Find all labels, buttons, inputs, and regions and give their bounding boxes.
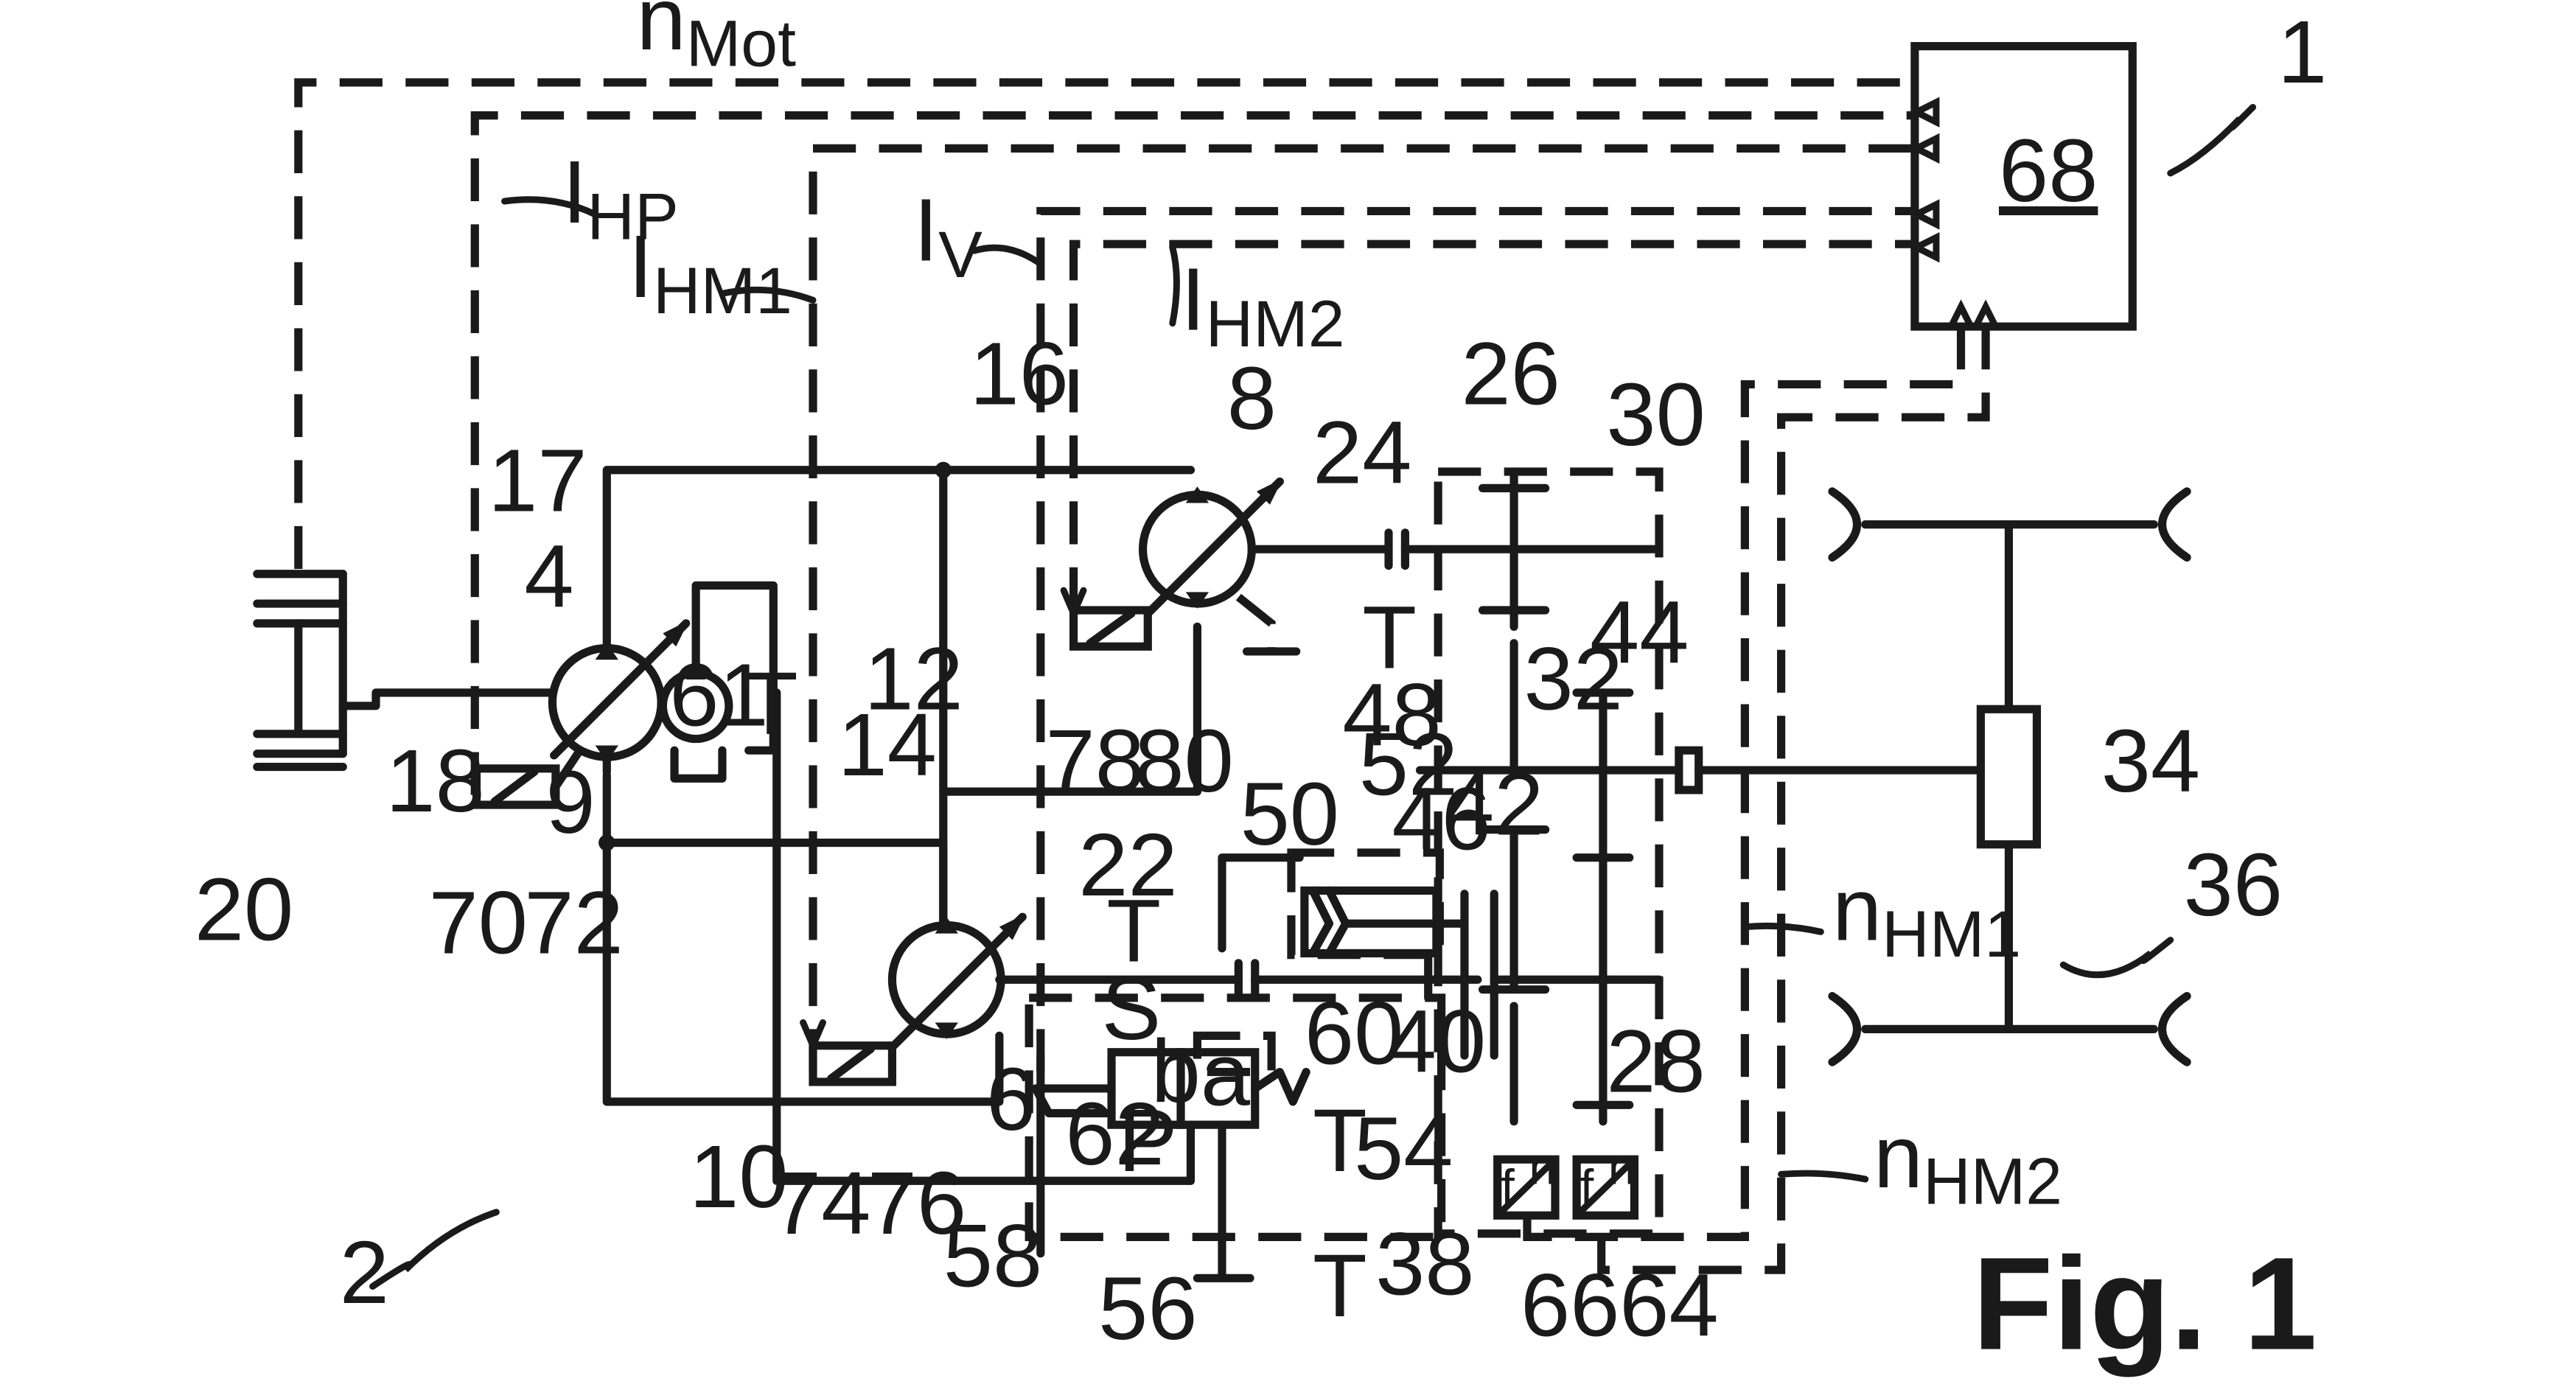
ref-74: 74 xyxy=(772,1153,870,1253)
ref-54: 54 xyxy=(1354,1099,1453,1198)
ref-40: 40 xyxy=(1387,992,1486,1091)
ref-48: 48 xyxy=(1342,665,1441,764)
ref-6: 6 xyxy=(986,1049,1036,1149)
motor-8 xyxy=(1060,477,1664,656)
port-labels: T T T S P T T xyxy=(744,587,1417,1335)
port-s: S xyxy=(1102,959,1162,1058)
ref-52: 52 xyxy=(1359,715,1458,814)
sensor-n-66: n xyxy=(1529,1140,1556,1195)
ref-80: 80 xyxy=(1134,711,1233,811)
signal-i-v: IV xyxy=(914,181,983,291)
ref-72: 72 xyxy=(524,873,623,972)
signal-lines xyxy=(294,78,1990,1274)
ref-4: 4 xyxy=(524,527,573,626)
tank-t-56: T xyxy=(1313,1236,1367,1335)
tank-t-8: T xyxy=(1362,587,1417,687)
ref-20: 20 xyxy=(195,860,293,960)
pump-4 xyxy=(472,581,778,809)
tank-t-61: T xyxy=(744,654,798,753)
ref-24: 24 xyxy=(1313,403,1411,503)
ref-76: 76 xyxy=(868,1153,966,1253)
ref-42: 42 xyxy=(1445,754,1543,853)
ref-58: 58 xyxy=(943,1206,1042,1305)
ref-60: 60 xyxy=(1305,983,1403,1083)
ref-32: 32 xyxy=(1524,629,1623,728)
signal-i-hp: IHP xyxy=(562,142,679,253)
ref-66: 66 xyxy=(1521,1256,1619,1355)
ref-22: 22 xyxy=(1078,815,1177,915)
ref-2: 2 xyxy=(340,1223,389,1322)
ref-44: 44 xyxy=(1590,583,1689,682)
ref-9: 9 xyxy=(545,752,595,852)
engine-20 xyxy=(253,570,559,772)
ref-36: 36 xyxy=(2184,835,2283,934)
clutch-cylinder xyxy=(1218,848,1469,1002)
signal-labels: nMot IHP IHM1 IV IHM2 nHM1 nHM2 xyxy=(562,0,2062,1218)
sensor-f-64: f xyxy=(1580,1160,1594,1215)
sensor-n-64: n xyxy=(1608,1140,1636,1195)
ref-18: 18 xyxy=(385,731,484,831)
signal-n-hm1: nHM1 xyxy=(1832,860,2021,971)
signal-n-mot: nMot xyxy=(637,0,797,80)
controller-ref: 68 xyxy=(1999,121,2098,220)
ref-26: 26 xyxy=(1461,324,1560,423)
transmission-26: f n f n xyxy=(1415,467,1985,1238)
ref-38: 38 xyxy=(1375,1215,1474,1314)
port-p: P xyxy=(1118,1091,1178,1190)
tank-t-valve: T xyxy=(1313,1091,1367,1190)
controller-68: 68 xyxy=(1909,42,2137,331)
ref-56: 56 xyxy=(1098,1259,1197,1358)
ref-34: 34 xyxy=(2101,711,2200,811)
ref-61: 61 xyxy=(669,646,768,745)
ref-10: 10 xyxy=(689,1127,788,1226)
reference-numerals: 1 2 4 6 8 9 10 12 14 16 17 18 20 22 24 2… xyxy=(195,2,2328,1358)
ref-1: 1 xyxy=(2277,2,2327,102)
ref-14: 14 xyxy=(838,695,937,794)
ref-8: 8 xyxy=(1227,349,1277,448)
ref-62: 62 xyxy=(1065,1084,1164,1184)
ref-12: 12 xyxy=(864,629,963,728)
signal-n-hm2: nHM2 xyxy=(1874,1107,2062,1217)
figure-title: Fig. 1 xyxy=(1972,1230,2317,1377)
valve-position-b: b xyxy=(1151,1021,1201,1121)
ref-28: 28 xyxy=(1606,1011,1705,1111)
ref-30: 30 xyxy=(1606,365,1705,464)
ref-46: 46 xyxy=(1392,769,1490,868)
signal-i-hm2: IHM2 xyxy=(1181,250,1345,360)
sensor-f-66: f xyxy=(1501,1160,1515,1215)
ref-64: 64 xyxy=(1619,1256,1718,1355)
valve-position-a: a xyxy=(1201,1024,1251,1124)
ref-16: 16 xyxy=(970,324,1069,423)
ref-50: 50 xyxy=(1240,764,1339,864)
ref-78: 78 xyxy=(1046,711,1145,811)
ref-17: 17 xyxy=(488,431,587,531)
tank-t-22: T xyxy=(1106,881,1161,981)
ref-70: 70 xyxy=(429,873,528,972)
signal-i-hm1: IHM1 xyxy=(628,217,792,327)
axle-34 xyxy=(1828,487,2191,1066)
